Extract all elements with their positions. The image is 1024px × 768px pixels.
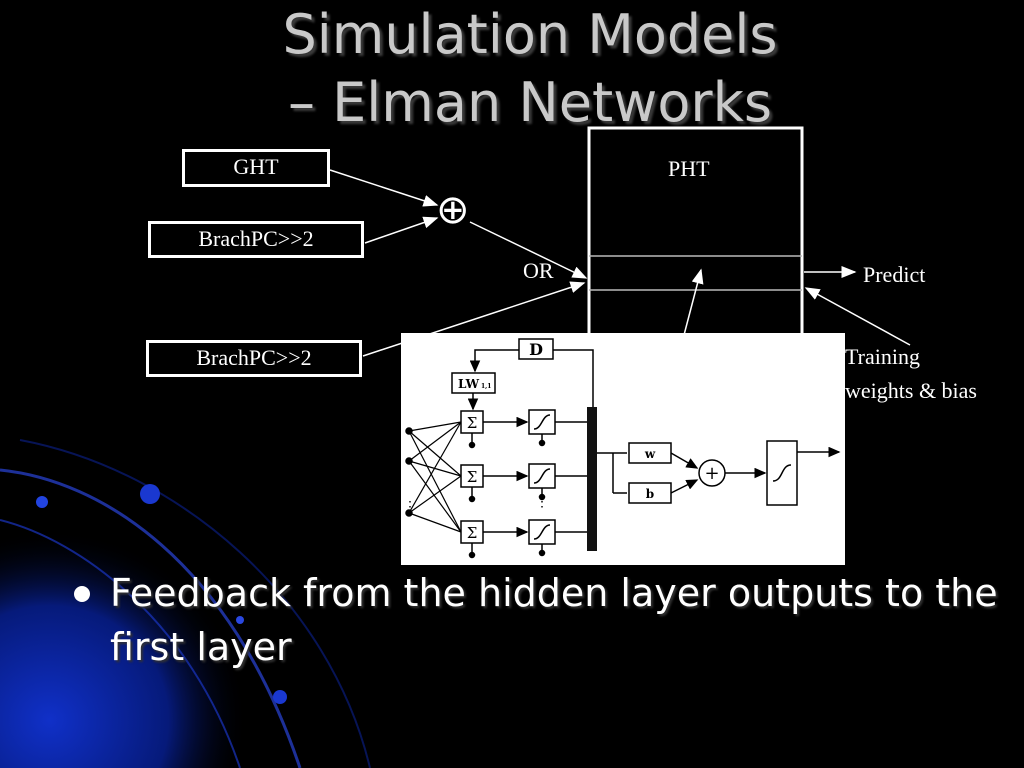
input-weights bbox=[408, 421, 462, 533]
arrow-ght-xor bbox=[329, 169, 439, 207]
training-label: Training bbox=[845, 344, 920, 369]
sum-label-1: Σ bbox=[467, 414, 478, 432]
arrow-brach2-pht bbox=[362, 281, 586, 357]
pht-label: PHT bbox=[668, 156, 710, 181]
brachpc-box-2: BrachPC>>2 bbox=[146, 340, 362, 377]
weights-bias-label: weights & bias bbox=[845, 378, 977, 403]
plus-label: + bbox=[704, 463, 719, 484]
hidden-layer-bar bbox=[587, 407, 597, 551]
bullet-text: Feedback from the hidden layer outputs t… bbox=[110, 571, 998, 669]
b-label: b bbox=[646, 487, 654, 501]
slide-title: Simulation Models bbox=[282, 3, 778, 66]
hidden-dots: ⋮ bbox=[535, 494, 549, 510]
slide-subtitle: – Elman Networks bbox=[288, 71, 772, 134]
delay-node bbox=[518, 338, 554, 360]
arrow-xor-pht bbox=[469, 221, 588, 279]
sum-label-2: Σ bbox=[467, 468, 478, 486]
xor-icon: ⊕ bbox=[436, 187, 470, 233]
sum-label-3: Σ bbox=[467, 524, 478, 542]
arrow-net-pht bbox=[683, 268, 704, 336]
w-label: w bbox=[644, 447, 656, 461]
brachpc-label-1: BrachPC>>2 bbox=[198, 226, 314, 251]
delay-label: D bbox=[529, 340, 543, 359]
ght-box: GHT bbox=[182, 149, 330, 187]
arrow-training bbox=[804, 287, 911, 346]
bullet-icon bbox=[74, 586, 90, 602]
input-dots: ⋮ bbox=[403, 499, 417, 515]
brachpc-box-1: BrachPC>>2 bbox=[148, 221, 364, 258]
brachpc-label-2: BrachPC>>2 bbox=[196, 345, 312, 370]
ght-label: GHT bbox=[233, 154, 279, 179]
predict-label: Predict bbox=[863, 262, 926, 287]
or-label: OR bbox=[523, 258, 554, 283]
lw-label: LW bbox=[458, 377, 480, 391]
elman-network-figure: D LW 1,1 Σ Σ Σ w b + ⋮ ⋮ bbox=[401, 333, 845, 565]
output-sigmoid-node bbox=[766, 440, 798, 506]
lw-subscript: 1,1 bbox=[481, 383, 491, 390]
elman-network-diagram: D LW 1,1 Σ Σ Σ w b + ⋮ ⋮ bbox=[403, 338, 841, 559]
arrow-brach-xor bbox=[364, 216, 439, 244]
